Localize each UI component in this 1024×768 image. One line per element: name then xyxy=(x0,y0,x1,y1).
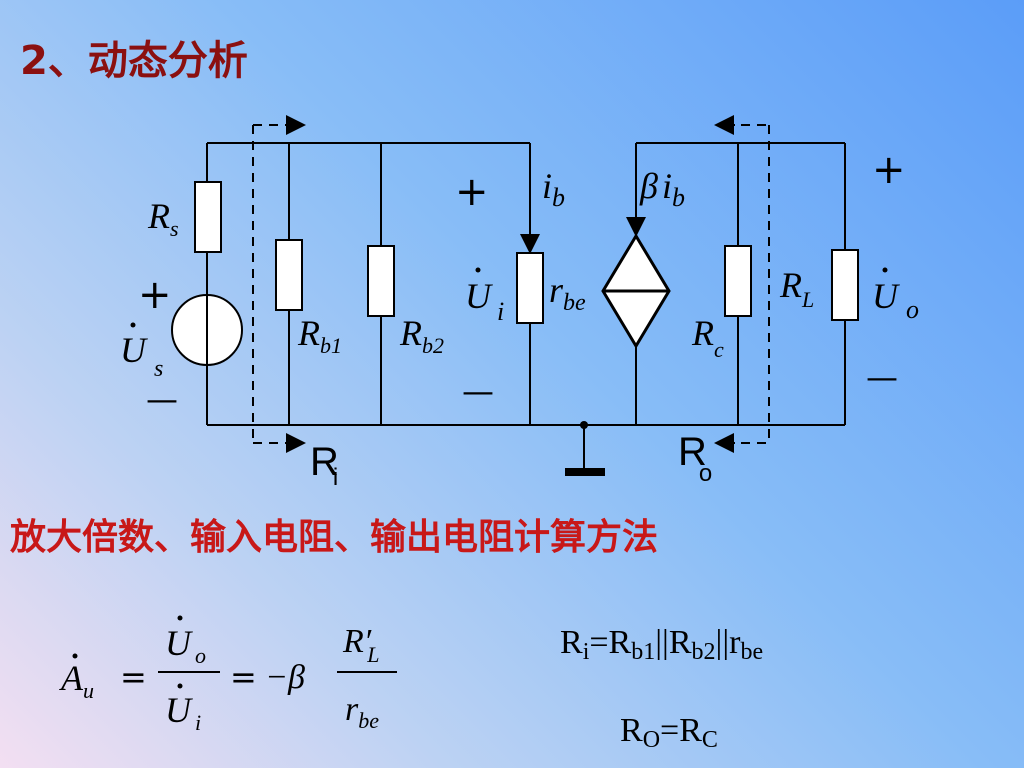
gain-eq-2: = xyxy=(230,658,257,696)
gain-rl-prime: R′L xyxy=(342,623,379,667)
uo-minus: — xyxy=(866,358,898,396)
rbe-label: rbe xyxy=(549,270,586,316)
ro-marker-label: Ro xyxy=(678,430,712,487)
us-plus: + xyxy=(138,272,172,318)
rl-resistor xyxy=(831,249,859,321)
voltage-source xyxy=(171,294,243,366)
us-dot xyxy=(130,322,136,328)
slide-title: 2、动态分析 xyxy=(20,38,248,84)
rb2-resistor xyxy=(367,245,395,317)
ground-node xyxy=(580,421,588,429)
rbe-resistor xyxy=(516,252,544,324)
uo-dot xyxy=(882,267,888,273)
rs-resistor xyxy=(194,181,222,253)
gain-eq-1: = xyxy=(120,658,147,696)
gain-rbe: rbe xyxy=(345,691,379,733)
rb2-label: Rb2 xyxy=(399,313,444,358)
slide-subtitle: 放大倍数、输入电阻、输出电阻计算方法 xyxy=(10,517,659,558)
gain-lhs-dot xyxy=(72,653,78,659)
rc-label: Rc xyxy=(691,313,724,362)
circuit-wires xyxy=(206,142,846,470)
ground-symbol xyxy=(565,468,605,476)
ri-formula: Ri=Rb1||Rb2||rbe xyxy=(560,624,764,665)
gain-neg-beta: −β xyxy=(265,659,305,696)
uo-plus: + xyxy=(872,147,906,193)
rs-label: Rs xyxy=(147,196,179,241)
gain-num-dot xyxy=(177,615,183,621)
ri-marker-label: Ri xyxy=(310,440,339,491)
rb1-resistor xyxy=(275,239,303,311)
rb1-label: Rb1 xyxy=(297,313,342,358)
rl-label: RL xyxy=(779,265,814,312)
ui-dot xyxy=(475,267,481,273)
rc-resistor xyxy=(724,245,752,317)
gain-den-dot xyxy=(177,683,183,689)
gain-lhs: Au xyxy=(59,658,94,703)
ib-label: ib xyxy=(542,166,565,212)
dependent-current-source xyxy=(601,233,671,349)
ui-minus: — xyxy=(462,372,494,410)
ui-plus: + xyxy=(455,169,489,215)
us-minus: — xyxy=(146,380,178,418)
ro-formula: RO=RC xyxy=(620,712,718,753)
